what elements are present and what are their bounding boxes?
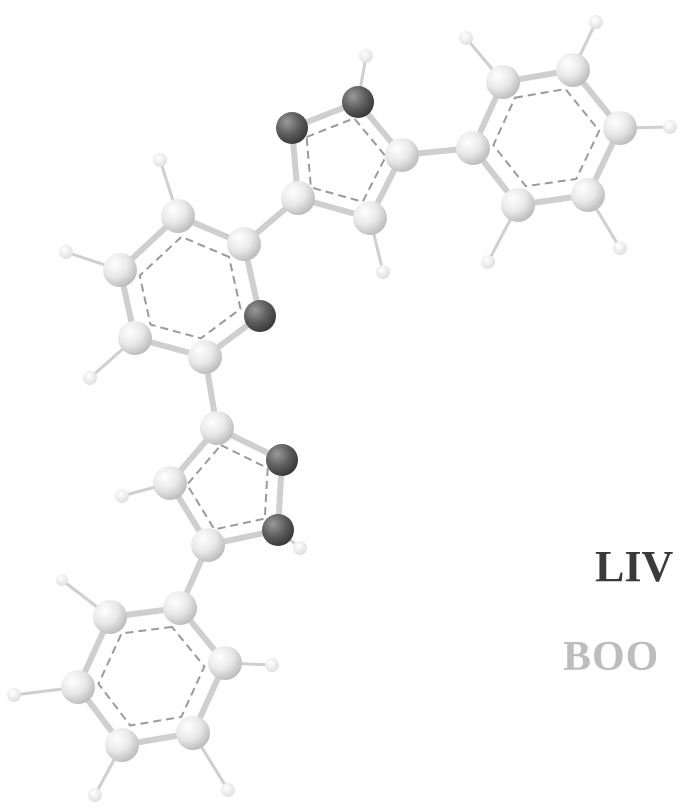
- hydrogen-atom: [83, 371, 97, 385]
- carbon-atom: [105, 728, 139, 762]
- carbon-atom: [281, 181, 315, 215]
- hydrogen-atom: [613, 241, 627, 255]
- hydrogen-atom: [56, 574, 68, 586]
- carbon-atom: [385, 138, 419, 172]
- carbon-atom: [571, 178, 605, 212]
- hydrogen-atom: [589, 15, 603, 29]
- hydrogen-atom: [265, 658, 279, 672]
- carbon-atom: [103, 253, 137, 287]
- carbon-atom: [118, 321, 152, 355]
- carbon-atom: [61, 670, 95, 704]
- aromatic-ring: [305, 117, 387, 203]
- atom-layer: [7, 15, 677, 802]
- cover-title: LIV: [595, 542, 674, 591]
- heteroatom: [262, 514, 294, 546]
- aromatic-ring: [138, 235, 242, 340]
- carbon-atom: [208, 646, 242, 680]
- carbon-atom: [200, 411, 234, 445]
- hydrogen-atom: [293, 541, 307, 555]
- carbon-atom: [161, 199, 195, 233]
- hydrogen-atom: [481, 255, 495, 269]
- aromatic-ring: [492, 87, 601, 188]
- heteroatom: [266, 444, 298, 476]
- hydrogen-atom: [7, 688, 21, 702]
- hydrogen-atom: [59, 245, 73, 259]
- heteroatom: [244, 300, 276, 332]
- aromatic-ring: [97, 625, 206, 727]
- hydrogen-atom: [663, 120, 677, 134]
- hydrogen-atom: [115, 489, 129, 503]
- heteroatom: [276, 112, 308, 144]
- carbon-atom: [191, 528, 225, 562]
- hydrogen-atom: [376, 265, 390, 279]
- carbon-atom: [353, 201, 387, 235]
- hydrogen-atom: [153, 153, 167, 167]
- aromatic-ring: [185, 443, 269, 531]
- hydrogen-atom: [221, 783, 235, 797]
- carbon-atom: [153, 466, 187, 500]
- heteroatom: [342, 86, 374, 118]
- carbon-atom: [227, 227, 261, 261]
- carbon-atom: [456, 131, 490, 165]
- aromatic-bond-layer: [97, 87, 601, 727]
- carbon-atom: [93, 600, 127, 634]
- carbon-atom: [603, 111, 637, 145]
- carbon-atom: [188, 340, 222, 374]
- carbon-atom: [501, 188, 535, 222]
- carbon-atom: [176, 716, 210, 750]
- carbon-atom: [486, 65, 520, 99]
- carbon-atom: [556, 53, 590, 87]
- hydrogen-atom: [459, 31, 473, 45]
- cover-subtitle: BOO: [563, 634, 660, 680]
- carbon-atom: [163, 591, 197, 625]
- hydrogen-atom: [88, 788, 102, 802]
- hydrogen-atom: [359, 49, 373, 63]
